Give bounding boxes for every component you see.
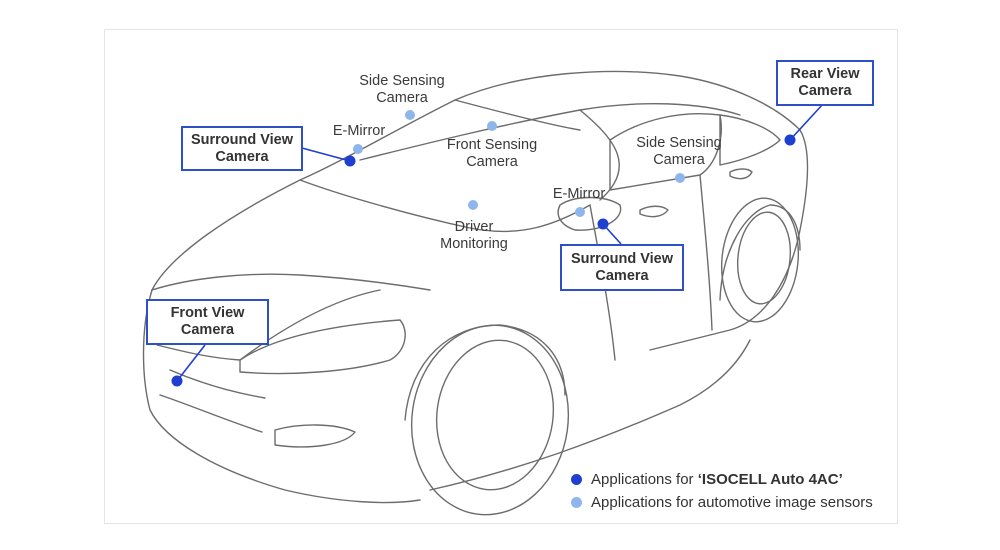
box-rear-view: Rear View Camera — [776, 60, 874, 106]
dot-e-mirror-right — [575, 207, 585, 217]
legend-item-sensors: Applications for automotive image sensor… — [571, 491, 873, 514]
rear-wheel — [720, 197, 800, 323]
front-wheel-arch — [404, 324, 566, 421]
legend-light-dot — [571, 497, 582, 508]
label-side-sensing-right: Side Sensing Camera — [636, 135, 722, 168]
dot-rear-view — [784, 134, 796, 146]
dot-front-sensing — [487, 121, 497, 131]
side-window-front — [609, 113, 722, 191]
legend-isocell-name: ‘ISOCELL Auto 4AC’ — [697, 471, 843, 488]
leader-surround-left — [301, 147, 351, 162]
dot-side-sensing-top — [405, 110, 415, 120]
windshield — [299, 179, 591, 233]
legend-isocell-prefix: Applications for — [591, 471, 698, 488]
label-driver-monitoring: Driver Monitoring — [440, 219, 508, 252]
fog-light — [274, 424, 356, 448]
box-surround-view-left: Surround View Camera — [181, 126, 303, 171]
rear-wheel-arch — [719, 204, 801, 301]
legend-sensors-text: Applications for automotive image sensor… — [591, 494, 873, 511]
dot-side-sensing-right — [675, 173, 685, 183]
leader-rear-view — [789, 103, 824, 141]
legend: Applications for ‘ISOCELL Auto 4AC’ Appl… — [571, 468, 873, 514]
dot-surround-view-left — [344, 155, 356, 167]
box-front-view: Front View Camera — [146, 299, 269, 345]
side-window-rear — [719, 114, 781, 166]
label-side-sensing-top: Side Sensing Camera — [359, 73, 445, 106]
dot-driver-monitoring — [468, 200, 478, 210]
headlight — [239, 319, 406, 375]
dot-e-mirror-left — [353, 144, 363, 154]
leader-front-view — [176, 344, 206, 382]
legend-item-isocell: Applications for ‘ISOCELL Auto 4AC’ — [571, 468, 873, 491]
label-front-sensing: Front Sensing Camera — [446, 137, 538, 170]
box-surround-view-right: Surround View Camera — [560, 244, 684, 291]
front-wheel — [410, 324, 570, 516]
dot-surround-view-right — [597, 218, 609, 230]
label-e-mirror-right: E-Mirror — [552, 186, 606, 202]
side-mirror — [557, 196, 622, 231]
legend-dark-dot — [571, 474, 582, 485]
dot-front-view — [171, 375, 183, 387]
label-e-mirror-left: E-Mirror — [332, 123, 386, 139]
